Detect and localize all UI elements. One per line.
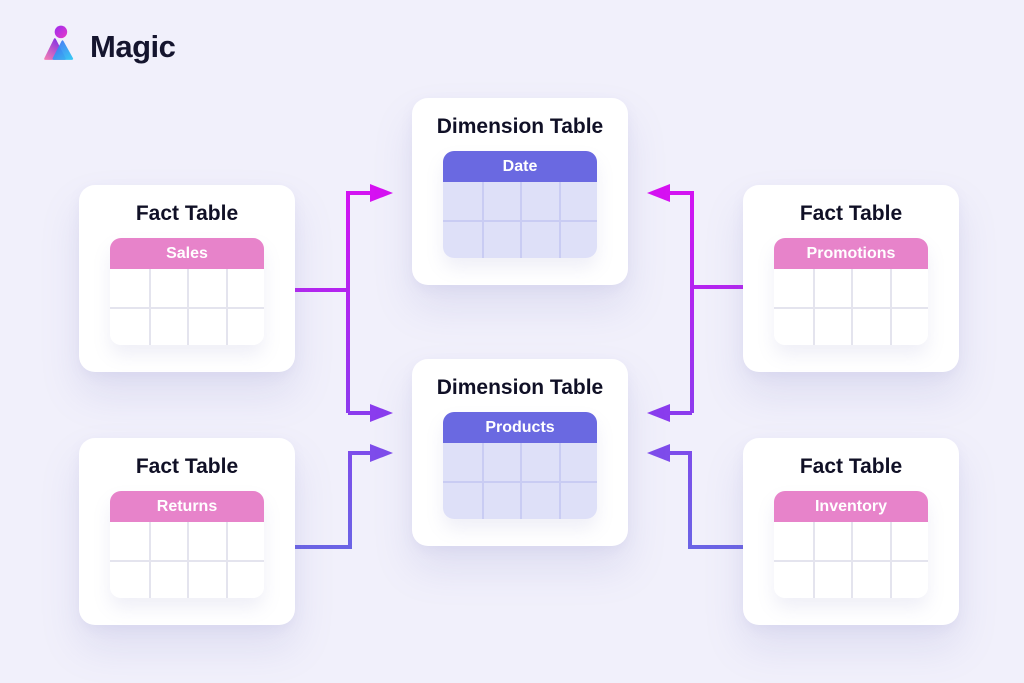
arrowhead-returns-products (370, 444, 393, 462)
card-fact-promotions: Fact Table Promotions (743, 185, 959, 372)
card-fact-returns: Fact Table Returns (79, 438, 295, 625)
table-promotions: Promotions (774, 238, 928, 345)
table-cell (187, 522, 226, 560)
table-cell (889, 560, 928, 598)
table-cell (774, 269, 813, 307)
table-body (443, 443, 597, 519)
table-cell (225, 522, 265, 560)
table-cell (110, 522, 149, 560)
arrowhead-promotions-date (647, 184, 670, 202)
card-fact-sales: Fact Table Sales (79, 185, 295, 372)
table-cell (812, 522, 852, 560)
magic-logo-icon (38, 24, 78, 69)
table-cell (481, 443, 521, 481)
table-cell (558, 182, 598, 220)
table-cell (225, 307, 264, 345)
table-cell (774, 560, 813, 598)
connector-returns (293, 451, 372, 549)
table-inventory: Inventory (774, 491, 928, 598)
table-cell (851, 307, 890, 345)
table-cell (520, 443, 559, 481)
table-cell (443, 182, 482, 220)
table-cell (558, 443, 598, 481)
connector-promotions (668, 191, 743, 415)
card-title: Fact Table (799, 455, 903, 478)
table-body (110, 269, 264, 345)
table-cell (558, 481, 597, 519)
table-header-label: Returns (110, 491, 264, 522)
card-title: Dimension Table (436, 115, 604, 138)
arrowhead-inventory-products (647, 444, 670, 462)
table-cell (812, 269, 852, 307)
table-sales: Sales (110, 238, 264, 345)
table-cell (148, 269, 188, 307)
table-cell (481, 481, 520, 519)
card-title: Fact Table (799, 202, 903, 225)
table-cell (774, 307, 813, 345)
table-header-label: Sales (110, 238, 264, 269)
table-cell (481, 182, 521, 220)
table-cell (187, 307, 226, 345)
brand-logo: Magic (38, 24, 176, 69)
card-title: Fact Table (135, 202, 239, 225)
table-cell (110, 560, 149, 598)
table-cell (851, 522, 890, 560)
table-cell (110, 269, 149, 307)
table-cell (774, 522, 813, 560)
table-cell (110, 307, 149, 345)
table-body (110, 522, 264, 598)
table-cell (443, 443, 482, 481)
arrowhead-sales-products (370, 404, 393, 422)
table-cell (148, 560, 187, 598)
table-cell (520, 481, 559, 519)
table-cell (851, 560, 890, 598)
table-products: Products (443, 412, 597, 519)
table-cell (187, 560, 226, 598)
table-cell (889, 269, 929, 307)
brand-name: Magic (90, 28, 176, 64)
card-dimension-products: Dimension Table Products (412, 359, 628, 546)
table-header-label: Products (443, 412, 597, 443)
table-cell (851, 269, 890, 307)
card-title: Dimension Table (436, 376, 604, 399)
table-cell (520, 182, 559, 220)
table-cell (148, 307, 187, 345)
table-cell (443, 481, 482, 519)
table-header-label: Promotions (774, 238, 928, 269)
table-cell (889, 522, 929, 560)
table-cell (187, 269, 226, 307)
arrowhead-sales-date (370, 184, 393, 202)
arrowhead-promotions-products (647, 404, 670, 422)
table-cell (225, 269, 265, 307)
table-cell (481, 220, 520, 258)
table-body (443, 182, 597, 258)
table-body (774, 269, 928, 345)
table-cell (812, 307, 851, 345)
table-cell (443, 220, 482, 258)
table-cell (225, 560, 264, 598)
table-header-label: Inventory (774, 491, 928, 522)
table-cell (520, 220, 559, 258)
connector-sales (293, 191, 372, 415)
card-dimension-date: Dimension Table Date (412, 98, 628, 285)
table-header-label: Date (443, 151, 597, 182)
table-cell (558, 220, 597, 258)
card-fact-inventory: Fact Table Inventory (743, 438, 959, 625)
card-title: Fact Table (135, 455, 239, 478)
table-body (774, 522, 928, 598)
table-cell (148, 522, 188, 560)
connector-inventory (668, 451, 743, 549)
table-returns: Returns (110, 491, 264, 598)
table-cell (812, 560, 851, 598)
table-cell (889, 307, 928, 345)
table-date: Date (443, 151, 597, 258)
